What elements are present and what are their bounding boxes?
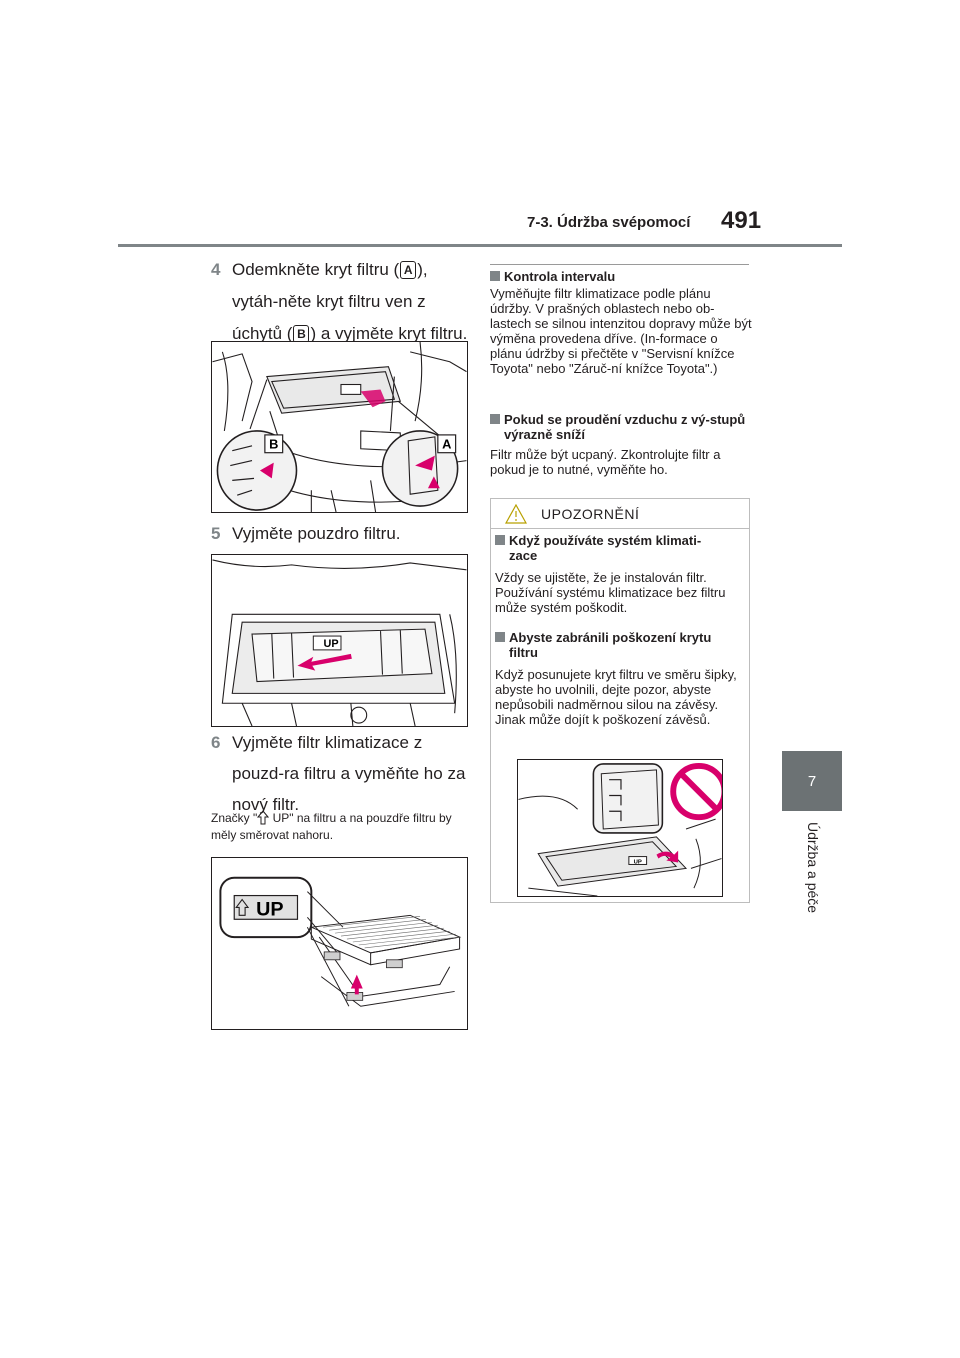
heading-text: Abyste zabránili poškození krytu — [509, 630, 712, 645]
figure-hinge-warning: UP — [517, 759, 723, 897]
step-text-part: ), vytáh-něte kryt filtru ven z úchytů ( — [232, 260, 428, 343]
fig-up-label-small: UP — [634, 859, 642, 865]
illustration-hinge-prohibited: UP — [518, 762, 722, 896]
chapter-tab: 7 — [782, 751, 842, 811]
header-rule — [118, 244, 842, 247]
heading-text: Když používáte systém klimati- — [509, 533, 702, 548]
section-title: 7-3. Údržba svépomocí — [527, 214, 691, 231]
warning-heading-1: Když používáte systém klimati- zace — [495, 533, 745, 563]
page-number: 491 — [721, 207, 762, 234]
heading-airflow-reduced: Pokud se proudění vzduchu z vý-stupů výr… — [490, 412, 752, 442]
heading-text-cont: zace — [509, 548, 538, 563]
body-check-interval: Vyměňujte filtr klimatizace podle plánu … — [490, 286, 752, 376]
step-text: Odemkněte kryt filtru (A), vytáh-něte kr… — [211, 254, 469, 350]
illustration-filter-cover: B A — [212, 342, 467, 512]
step-text: Vyjměte pouzdro filtru. — [232, 524, 401, 543]
step-6: 6 Vyjměte filtr klimatizace z pouzd-ra f… — [211, 727, 469, 820]
step-number: 6 — [211, 733, 221, 752]
warning-body-2: Když posunujete kryt filtru ve směru šip… — [495, 667, 737, 727]
chapter-title: Údržba a péče — [805, 822, 821, 914]
warning-heading-2: Abyste zabránili poškození krytu filtru — [495, 630, 745, 660]
illustration-filter-element: UP — [219, 876, 462, 1007]
step-number: 5 — [211, 524, 221, 543]
fig-up-label: UP — [324, 638, 339, 650]
heading-text-cont: filtru — [509, 645, 538, 660]
note-text-suffix: UP" na filtru a na pouzdře filtru by měl… — [211, 811, 452, 842]
warning-title: UPOZORNĚNÍ — [541, 506, 640, 522]
step-5: 5 Vyjměte pouzdro filtru. — [211, 518, 469, 549]
figure-filter-up-mark: UP — [211, 857, 468, 1030]
figure-remove-filter-case: UP — [211, 554, 468, 727]
step-text-part: ) a vyjměte kryt filtru. — [310, 324, 468, 343]
fig-label-b: B — [269, 437, 278, 452]
illustration-filter-case: UP — [212, 559, 467, 726]
heading-text: Pokud se proudění vzduchu z vý-stupů výr… — [504, 412, 746, 442]
fig-label-a: A — [442, 437, 451, 452]
heading-text: Kontrola intervalu — [504, 269, 616, 284]
label-badge-a: A — [400, 261, 417, 279]
section-rule — [490, 264, 749, 265]
step-text-part: Odemkněte kryt filtru ( — [232, 260, 400, 279]
bullet-square-icon — [490, 271, 500, 281]
up-arrow-icon — [257, 810, 270, 825]
step-number: 4 — [211, 260, 221, 279]
chapter-number: 7 — [807, 772, 817, 790]
bullet-square-icon — [495, 632, 505, 642]
warning-body-1: Vždy se ujistěte, že je instalován filtr… — [495, 570, 726, 615]
fig-up-label-large: UP — [256, 898, 283, 920]
note-text-prefix: Značky " — [211, 811, 258, 825]
warning-triangle-icon — [505, 504, 527, 524]
step-text: Vyjměte filtr klimatizace z pouzd-ra fil… — [232, 733, 466, 814]
warning-box: UPOZORNĚNÍ Když používáte systém klimati… — [490, 498, 750, 903]
step-4: 4 Odemkněte kryt filtru (A), vytáh-něte … — [211, 254, 469, 350]
heading-check-interval: Kontrola intervalu — [490, 269, 615, 284]
figure-unlock-filter-cover: B A — [211, 341, 468, 513]
body-airflow-reduced: Filtr může být ucpaný. Zkontrolujte filt… — [490, 447, 721, 477]
chapter-title-vertical: Údržba a péče — [782, 822, 842, 942]
bullet-square-icon — [495, 535, 505, 545]
warning-title-row: UPOZORNĚNÍ — [491, 499, 749, 529]
up-mark-note: Značky " UP" na filtru a na pouzdře filt… — [211, 810, 469, 844]
bullet-square-icon — [490, 414, 500, 424]
